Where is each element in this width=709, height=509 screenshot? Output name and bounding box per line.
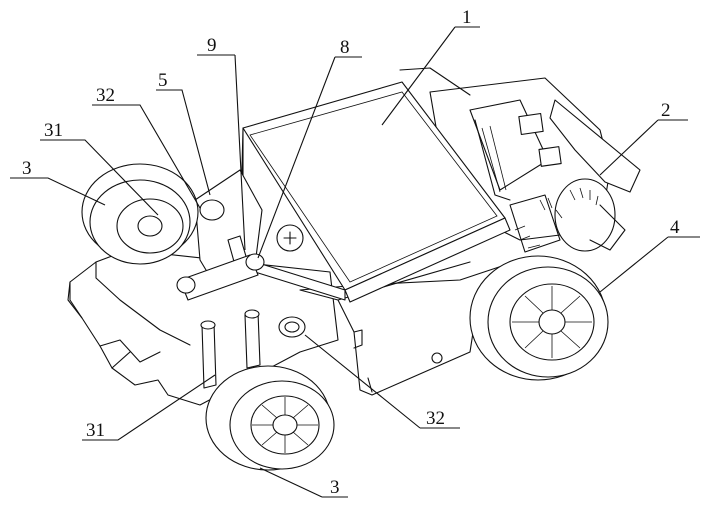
wheel-rear-right xyxy=(469,255,609,381)
callout-3-bottom: 3 xyxy=(330,477,340,498)
leader-lines xyxy=(10,26,700,498)
callout-32-top: 32 xyxy=(96,85,115,106)
callout-31-bottom: 31 xyxy=(86,420,105,441)
wheel-front-left xyxy=(81,163,199,265)
callout-1: 1 xyxy=(462,7,472,28)
wheel-front-bottom xyxy=(205,365,335,471)
callout-4: 4 xyxy=(670,217,680,238)
callout-3-left: 3 xyxy=(22,158,32,179)
callout-5: 5 xyxy=(158,70,168,91)
gear-train xyxy=(509,178,626,253)
callout-8: 8 xyxy=(340,37,350,58)
switch-assembly xyxy=(176,169,304,301)
callout-31-top: 31 xyxy=(44,120,63,141)
callout-labels: 1 2 3 3 4 5 8 9 31 31 32 32 xyxy=(22,7,680,498)
callout-2: 2 xyxy=(661,100,671,121)
callout-32-bottom: 32 xyxy=(426,408,445,429)
callout-9: 9 xyxy=(207,35,217,56)
